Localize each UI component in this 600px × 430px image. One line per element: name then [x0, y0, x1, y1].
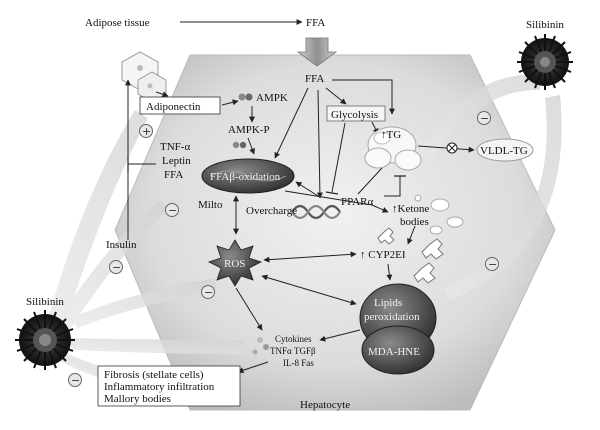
insulin-label: Insulin — [106, 239, 137, 251]
svg-text:−: − — [168, 204, 177, 217]
ppar-dna-helix — [291, 204, 341, 220]
tg-lipid-droplets — [364, 126, 422, 171]
cyp2e1-molecules — [377, 227, 444, 284]
ffa-mid-label: FFA — [305, 73, 324, 85]
ffa-left-label: FFA — [164, 169, 183, 181]
mallory-label: Mallory bodies — [104, 393, 171, 405]
ros-cyp2e1-arrow — [263, 251, 357, 263]
mda-hne-circle — [361, 325, 435, 375]
minus-badge-insulin: − — [109, 260, 123, 274]
silibinin-right-label: Silibinin — [526, 19, 564, 31]
mda-hne-label: MDA-HNE — [368, 346, 420, 358]
ampk-molecule — [238, 93, 253, 101]
inflammatory-label: Inflammatory infiltration — [104, 381, 215, 393]
adiponectin-to-ampk-arrow — [221, 99, 239, 106]
svg-text:−: − — [71, 374, 80, 387]
ampk-label: AMPK — [256, 92, 288, 104]
milto-label: Milto — [198, 199, 223, 211]
ffa-to-tg-arrow — [332, 79, 395, 115]
minus-badge-outcomes: − — [68, 373, 82, 387]
tg-label: ↑TG — [381, 129, 401, 141]
lipids-to-cytokines-arrow — [319, 329, 361, 342]
minus-badge-ros: − — [201, 285, 215, 299]
tg-to-ppar-line — [357, 167, 383, 195]
svg-text:+: + — [142, 125, 151, 138]
leptin-label: Leptin — [162, 155, 191, 167]
adipose-tissue-label: Adipose tissue — [85, 17, 150, 29]
ppar-to-oxidation-arrow — [295, 181, 319, 197]
ketone-label-1: ↑Ketone — [392, 203, 429, 215]
ketone-label-2: bodies — [400, 216, 429, 228]
cytokines-to-fibrosis-arrow — [237, 361, 269, 374]
ffa-influx-arrow — [296, 37, 338, 67]
ffa-oxidation-label: FFAβ-oxidation — [210, 171, 281, 183]
ampk-p-molecule — [232, 141, 247, 149]
ros-to-cytokines-arrow — [235, 287, 263, 331]
blocked-export-icon — [446, 142, 458, 154]
outcome-box — [97, 365, 241, 407]
adipose-to-adiponectin-arrow — [155, 91, 169, 98]
minus-badge-tg: − — [477, 111, 491, 125]
glycolysis-box — [326, 105, 386, 122]
silibinin-left-label: Silibinin — [26, 296, 64, 308]
svg-text:−: − — [480, 112, 489, 125]
ampk-p-label: AMPK-P — [228, 124, 270, 136]
minus-badge-cytokines: − — [165, 203, 179, 217]
minus-badge-lipids: − — [485, 257, 499, 271]
cyp2e1-to-lipids-arrow — [386, 263, 393, 281]
fibrosis-label: Fibrosis (stellate cells) — [104, 369, 204, 381]
ros-label: ROS — [224, 258, 245, 270]
lipid-label-2: peroxidation — [364, 311, 420, 323]
tg-inhibit-ppar — [384, 176, 401, 197]
cytokines-cluster — [252, 337, 269, 355]
glycolysis-label: Glycolysis — [331, 109, 378, 121]
ros-starburst — [207, 239, 263, 287]
adiponectin-label: Adiponectin — [146, 101, 201, 113]
tg-to-vldl-arrow — [417, 145, 475, 153]
ampkp-to-oxidation-arrow — [247, 137, 255, 155]
glycolysis-inhibit-ppar — [331, 122, 346, 193]
cytokines-label-2: TNFα TGFβ — [270, 346, 316, 356]
ffa-to-oxidation-arrow — [274, 87, 309, 159]
adiponectin-box — [139, 96, 221, 115]
overcharge-label: Overcharge — [246, 205, 297, 217]
vldl-droplet — [476, 138, 534, 162]
lipid-label-1: Lipids — [374, 297, 402, 309]
hepatocyte-label: Hepatocyte — [300, 399, 350, 411]
ffa-to-glycolysis-arrow — [325, 87, 347, 105]
right-silibinin-bands — [420, 74, 562, 300]
ros-lipids-arrow — [261, 274, 357, 306]
ketone-to-cyp2e1-arrow — [407, 225, 416, 245]
ppar-label: PPARα — [341, 196, 374, 208]
cytokines-label-1: Cytokines — [275, 334, 312, 344]
plus-badge-insulin: + — [139, 124, 153, 138]
ffa-top-label: FFA — [306, 17, 325, 29]
tnf-label: TNF-α — [160, 141, 190, 153]
adipose-tissue-cells — [121, 51, 167, 103]
cyp2e1-label: ↑ CYP2EI — [360, 249, 406, 261]
vldl-label: VLDL-TG — [480, 145, 528, 157]
silibinin-right-icon — [517, 34, 573, 90]
silibinin-left-icon — [15, 310, 75, 370]
ketone-droplets — [414, 194, 464, 235]
ffa-to-ppar-arrow — [316, 89, 323, 199]
svg-text:−: − — [112, 261, 121, 274]
svg-text:−: − — [204, 286, 213, 299]
oxidation-to-ketone-arrow — [284, 190, 389, 213]
hepatocyte-cell — [114, 54, 556, 411]
svg-text:−: − — [488, 258, 497, 271]
cytokines-label-3: IL-8 Fas — [283, 358, 314, 368]
